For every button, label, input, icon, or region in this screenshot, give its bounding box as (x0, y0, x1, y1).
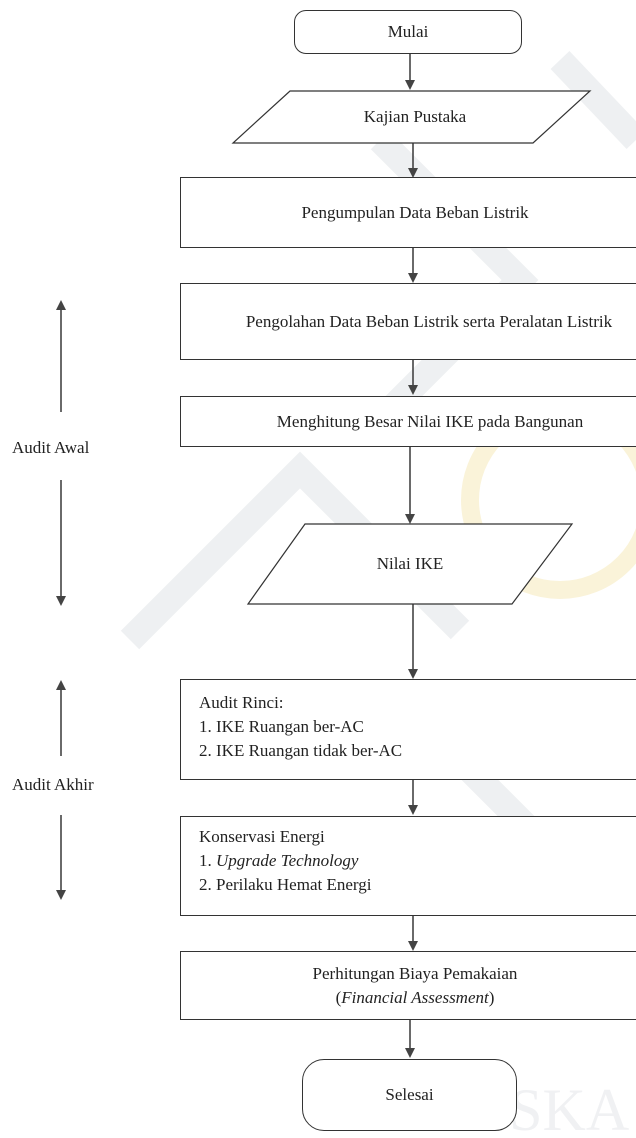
literature-label: Kajian Pustaka (363, 107, 467, 126)
detailed-audit-item-1: 1. IKE Ruangan ber-AC (199, 716, 364, 736)
detailed-audit-item-2: 2. IKE Ruangan tidak ber-AC (199, 740, 403, 760)
conservation-node: Konservasi Energi 1. Upgrade Technology … (180, 816, 636, 916)
process-data-node: Pengolahan Data Beban Listrik serta Pera… (180, 283, 636, 360)
compute-ike-label: Menghitung Besar Nilai IKE pada Bangunan (276, 411, 584, 431)
collect-data-node: Pengumpulan Data Beban Listrik (180, 177, 636, 248)
compute-ike-node: Menghitung Besar Nilai IKE pada Bangunan (180, 396, 636, 447)
conservation-title: Konservasi Energi (199, 827, 325, 846)
cost-node: Perhitungan Biaya Pemakaian (Financial A… (180, 951, 636, 1020)
cost-line-1: Perhitungan Biaya Pemakaian (312, 963, 518, 983)
collect-data-label: Pengumpulan Data Beban Listrik (301, 202, 529, 222)
ike-value-label: Nilai IKE (376, 554, 444, 573)
detailed-audit-title: Audit Rinci: (199, 692, 284, 712)
ike-value-parallelogram (246, 523, 574, 605)
literature-node: Kajian Pustaka (240, 91, 590, 143)
final-audit-label: Audit Akhir (12, 775, 94, 794)
cost-line-2: (Financial Assessment) (335, 987, 495, 1007)
start-node: Mulai (294, 10, 522, 54)
conservation-item-1: 1. Upgrade Technology (199, 851, 359, 870)
initial-audit-label: Audit Awal (12, 438, 90, 457)
end-node: Selesai (302, 1059, 517, 1131)
process-data-label: Pengolahan Data Beban Listrik serta Pera… (245, 311, 613, 331)
end-label: Selesai (385, 1085, 434, 1104)
start-label: Mulai (387, 22, 429, 41)
ike-value-node: Nilai IKE (250, 524, 570, 604)
literature-parallelogram (231, 90, 592, 144)
detailed-audit-node: Audit Rinci: 1. IKE Ruangan ber-AC 2. IK… (180, 679, 636, 780)
conservation-item-2: 2. Perilaku Hemat Energi (199, 875, 372, 894)
